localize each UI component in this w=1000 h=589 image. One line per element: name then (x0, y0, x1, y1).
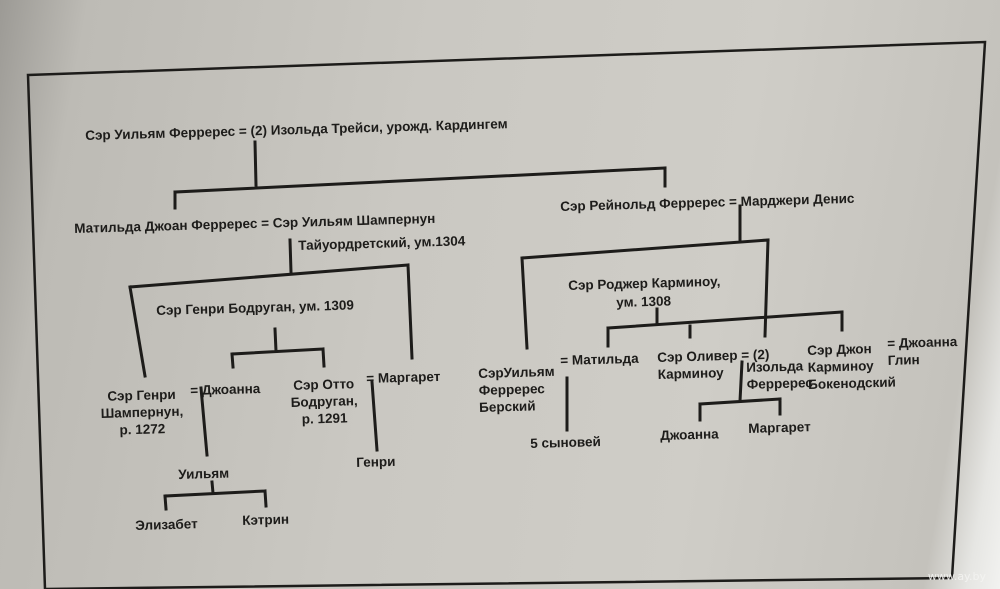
watermark: www.ay.by (927, 570, 986, 583)
line-william-children (163, 480, 268, 511)
line-reynold-family (520, 204, 770, 350)
margaret-child: Маргарет (748, 419, 811, 436)
frame-border (26, 40, 987, 589)
line-matilda-family (128, 238, 414, 378)
line-gen1 (173, 140, 667, 210)
line-henry-joanna (199, 386, 209, 457)
margaret-spouse: = Маргарет (366, 368, 441, 386)
henry-child: Генри (356, 453, 396, 470)
henry-champernowne: Сэр Генри Шампернун, р. 1272 (100, 386, 184, 438)
william-ferrers-bere: СэрУильям Ферререс Берский (478, 363, 555, 415)
elizabeth: Элизабет (135, 516, 198, 533)
joanna-spouse: = Джоанна (190, 381, 261, 398)
john-carminow: Сэр Джон Карминоу Бокенодский (807, 341, 897, 392)
five-sons: 5 сыновей (530, 434, 602, 451)
line-oliver-isolda (698, 360, 782, 422)
isolda-ferrers: Изольда Ферререс (746, 358, 814, 392)
katherine: Кэтрин (242, 511, 290, 528)
matilda-spouse: = Матильда (560, 350, 639, 368)
line-roger-family (606, 307, 844, 348)
joanna-glynn: = Джоанна Глин (887, 334, 958, 368)
william-child: Уильям (178, 465, 230, 482)
line-bodrugan-family (230, 327, 326, 369)
joanna-child: Джоанна (660, 426, 719, 443)
line-otto-margaret (370, 380, 379, 452)
otto-bodrugan: Сэр Отто Бодруган, р. 1291 (290, 376, 358, 427)
roger-carminow-death: ум. 1308 (616, 293, 672, 310)
